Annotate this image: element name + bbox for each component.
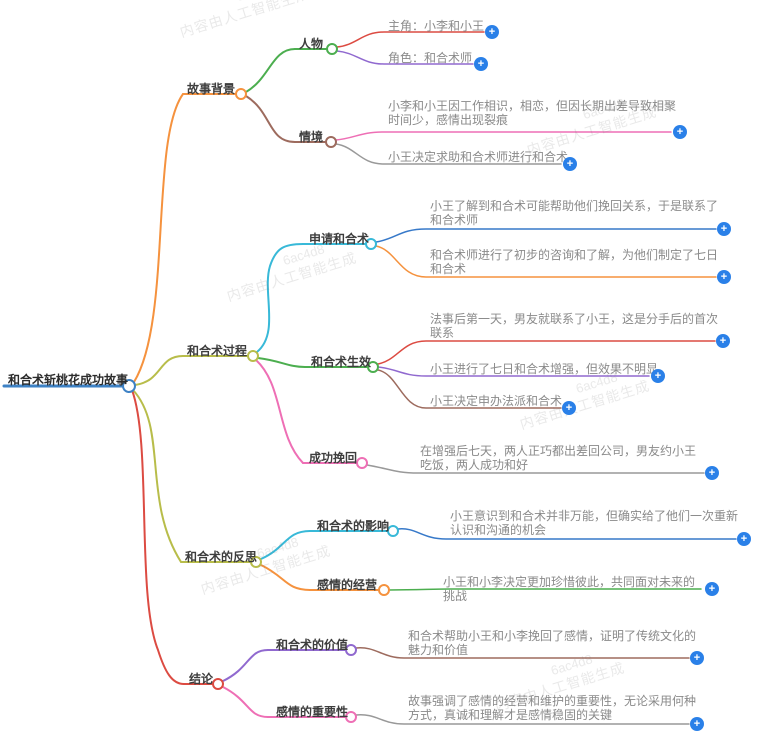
add-node-button[interactable]: + — [737, 532, 751, 546]
add-node-button[interactable]: + — [562, 401, 576, 415]
add-node-button[interactable]: + — [474, 57, 488, 71]
leaf-effect-1[interactable]: 法事后第一天，男友就联系了小王，这是分手后的首次联系 — [430, 312, 719, 340]
leafline-apply-2 — [375, 245, 717, 278]
topic-take-effect[interactable]: 和合术生效 — [311, 355, 372, 369]
node-circle-root[interactable] — [122, 379, 136, 393]
node-circle-conclusion[interactable] — [212, 678, 224, 690]
leaf-success-1[interactable]: 在增强后七天，两人正巧都出差回公司，男友约小王吃饭，两人成功和好 — [420, 444, 697, 472]
link-root-reflection — [132, 389, 182, 563]
topic-characters[interactable]: 人物 — [299, 37, 324, 51]
link-relationship-care — [260, 564, 311, 591]
node-circle-take-effect[interactable] — [367, 361, 379, 373]
branch-process[interactable]: 和合术过程 — [187, 344, 248, 358]
link-situation — [245, 95, 296, 143]
leaf-influence-1[interactable]: 小王意识到和合术并非万能，但确实给了他们一次重新认识和沟通的机会 — [450, 509, 739, 537]
leaf-importance-1[interactable]: 故事强调了感情的经营和维护的重要性，无论采用何种方式，真诚和理解才是感情稳固的关… — [408, 694, 697, 722]
link-root-conclusion — [131, 389, 185, 685]
add-node-button[interactable]: + — [717, 270, 731, 284]
add-node-button[interactable]: + — [485, 25, 499, 39]
leaf-effect-2[interactable]: 小王进行了七日和合术增强，但效果不明显 — [430, 362, 659, 376]
topic-apply[interactable]: 申请和合术 — [309, 232, 370, 246]
leafline-effect-2 — [377, 366, 650, 377]
node-circle-reflection[interactable] — [250, 556, 262, 568]
add-node-button[interactable]: + — [673, 125, 687, 139]
leafline-care-1 — [388, 588, 702, 591]
add-node-button[interactable]: + — [705, 582, 719, 596]
leafline-importance-1 — [355, 714, 690, 725]
leafline-success-1 — [366, 464, 705, 474]
leaf-care-1[interactable]: 小王和小李决定更加珍惜彼此，共同面对未来的挑战 — [443, 575, 696, 603]
leaf-protagonist[interactable]: 主角：小李和小王 — [388, 19, 485, 33]
add-node-button[interactable]: + — [717, 222, 731, 236]
leafline-protagonist — [336, 31, 485, 48]
branch-reflection[interactable]: 和合术的反思 — [185, 550, 258, 564]
leafline-situation-1 — [335, 131, 672, 141]
node-circle-story-background[interactable] — [235, 88, 247, 100]
leafline-apply-1 — [375, 228, 717, 243]
leafline-effect-1 — [377, 340, 716, 365]
topic-situation[interactable]: 情境 — [299, 130, 324, 144]
node-circle-relationship-care[interactable] — [378, 584, 390, 596]
leaf-situation-1[interactable]: 小李和小王因工作相识，相恋，但因长期出差导致相聚时间少，感情出现裂痕 — [388, 99, 677, 127]
leaf-role[interactable]: 角色：和合术师 — [388, 51, 473, 65]
leafline-situation-2 — [335, 143, 562, 165]
leaf-value-1[interactable]: 和合术帮助小王和小李挽回了感情，证明了传统文化的魅力和价值 — [408, 629, 697, 657]
topic-importance[interactable]: 感情的重要性 — [276, 705, 349, 719]
add-node-button[interactable]: + — [563, 157, 577, 171]
root-node-label[interactable]: 和合术斩桃花成功故事 — [8, 373, 129, 387]
topic-value[interactable]: 和合术的价值 — [276, 638, 349, 652]
topic-influence[interactable]: 和合术的影响 — [317, 519, 390, 533]
link-root-process — [134, 355, 184, 386]
link-success — [255, 359, 304, 464]
link-take-effect — [257, 357, 306, 368]
link-root-story-background — [133, 93, 184, 383]
branch-conclusion[interactable]: 结论 — [189, 672, 214, 686]
leafline-value-1 — [355, 647, 690, 659]
node-circle-success[interactable] — [356, 457, 368, 469]
link-influence — [260, 530, 311, 560]
add-node-button[interactable]: + — [705, 466, 719, 480]
link-characters — [245, 48, 296, 93]
node-circle-process[interactable] — [247, 350, 259, 362]
node-circle-importance[interactable] — [345, 711, 357, 723]
node-circle-situation[interactable] — [325, 136, 337, 148]
node-circle-apply[interactable] — [365, 238, 377, 250]
leaf-effect-3[interactable]: 小王决定申办法派和合术 — [430, 394, 563, 408]
branch-story-background[interactable]: 故事背景 — [187, 82, 236, 96]
add-node-button[interactable]: + — [716, 334, 730, 348]
leaf-situation-2[interactable]: 小王决定求助和合术师进行和合术 — [388, 150, 569, 164]
topic-relationship-care[interactable]: 感情的经营 — [317, 578, 378, 592]
leafline-effect-3 — [377, 369, 562, 409]
add-node-button[interactable]: + — [690, 651, 704, 665]
leaf-apply-2[interactable]: 和合术师进行了初步的咨询和了解，为他们制定了七日和合术 — [430, 248, 719, 276]
add-node-button[interactable]: + — [690, 717, 704, 731]
link-value — [222, 649, 269, 682]
node-circle-influence[interactable] — [387, 525, 399, 537]
node-circle-characters[interactable] — [326, 43, 338, 55]
link-apply — [256, 243, 304, 353]
leaf-apply-1[interactable]: 小王了解到和合术可能帮助他们挽回关系，于是联系了和合术师 — [430, 199, 719, 227]
leafline-role — [336, 50, 474, 65]
leafline-influence-1 — [397, 528, 737, 540]
node-circle-value[interactable] — [345, 644, 357, 656]
topic-success[interactable]: 成功挽回 — [309, 451, 358, 465]
link-importance — [222, 686, 269, 718]
add-node-button[interactable]: + — [651, 369, 665, 383]
